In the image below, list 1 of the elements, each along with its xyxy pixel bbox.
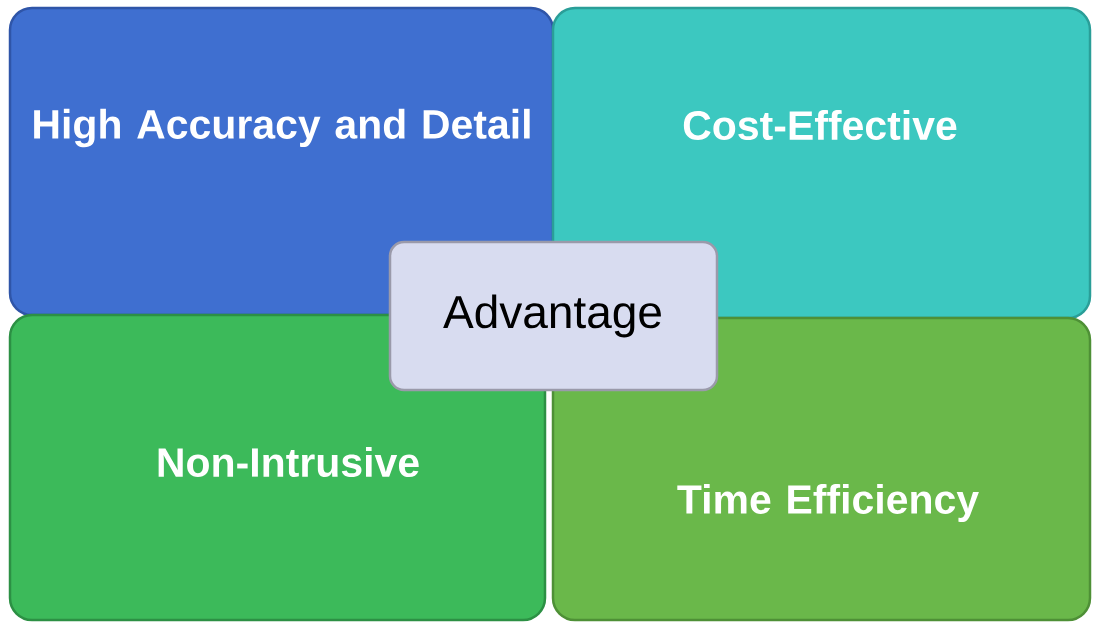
center-box: Advantage — [388, 240, 719, 392]
